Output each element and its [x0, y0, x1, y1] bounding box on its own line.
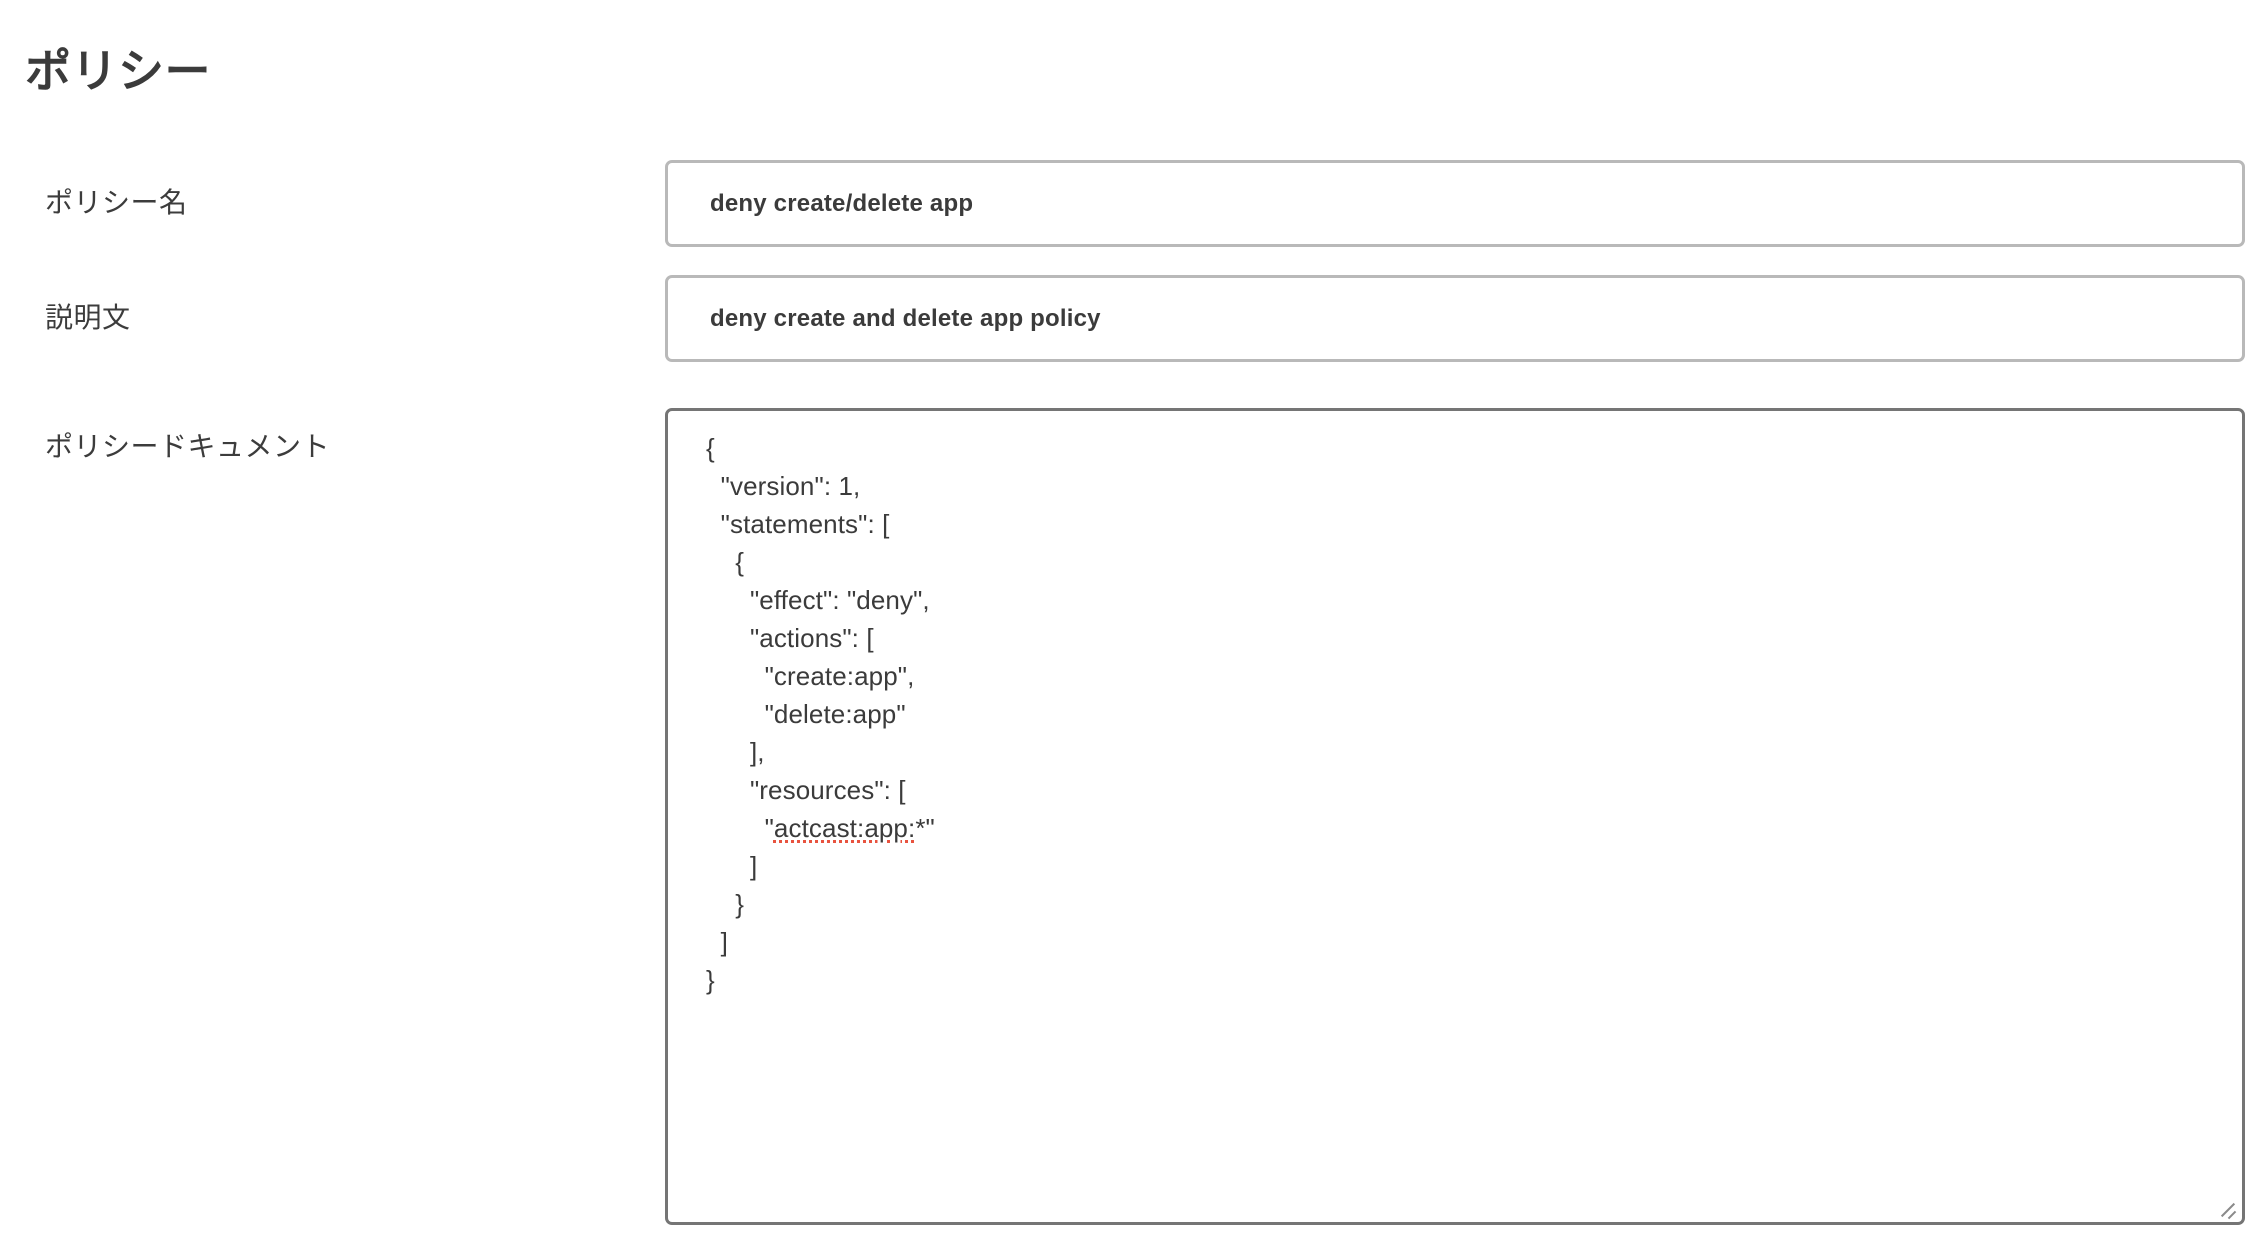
policy-description-input[interactable] [665, 275, 2245, 362]
label-description: 説明文 [45, 302, 131, 333]
policy-document-text-part1: { "version": 1, "statements": [ { "effec… [706, 433, 930, 843]
policy-document-text-part2: *" ] } ] } [706, 813, 935, 995]
policy-document-text[interactable]: { "version": 1, "statements": [ { "effec… [706, 429, 935, 999]
label-policy-document: ポリシードキュメント [45, 431, 331, 462]
policy-name-input[interactable] [665, 160, 2245, 247]
label-policy-name: ポリシー名 [45, 187, 188, 218]
policy-document-textarea[interactable]: { "version": 1, "statements": [ { "effec… [665, 408, 2245, 1225]
page-title: ポリシー [25, 44, 211, 97]
resize-grip-icon[interactable] [2216, 1196, 2238, 1220]
spellcheck-underlined-word: actcast:app: [773, 813, 916, 843]
